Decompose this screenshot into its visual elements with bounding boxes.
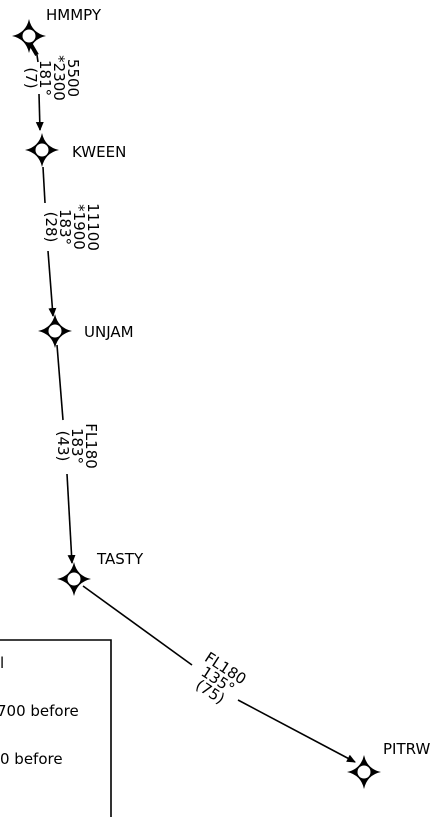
leg-mea: 11100 <box>84 203 102 251</box>
waypoint-pitrw[interactable]: PITRW <box>347 740 430 789</box>
leg-distance: (43) <box>54 431 72 462</box>
leg-course: 183° <box>56 209 74 245</box>
fix-icon <box>38 314 72 348</box>
leg-altitude: FL180 <box>82 423 100 469</box>
waypoint-label-unjam: UNJAM <box>84 323 134 341</box>
leg-unjam-tasty-b <box>66 473 76 564</box>
leg-info-hmmpy-kween: 5500 *2300 181° (7) <box>22 55 82 101</box>
leg-course: 183° <box>68 428 86 464</box>
notes-line-1: 700 before <box>0 702 79 720</box>
fix-icon <box>25 133 59 167</box>
leg-course: 181° <box>36 60 54 96</box>
leg-mea: 5500 <box>64 59 82 97</box>
leg-info-kween-unjam: 11100 *1900 183° (28) <box>42 203 102 251</box>
notes-box: l 700 before 0 before <box>0 639 112 817</box>
leg-unjam-tasty-a <box>56 344 64 421</box>
waypoint-label-hmmpy: HMMPY <box>46 6 102 24</box>
waypoint-unjam[interactable]: UNJAM <box>38 314 134 348</box>
waypoint-tasty[interactable]: TASTY <box>57 550 144 596</box>
leg-hmmpy-kween-b <box>35 93 44 131</box>
notes-title: l <box>0 654 4 672</box>
waypoint-label-tasty: TASTY <box>96 550 144 568</box>
leg-info-tasty-pitrw: FL180 135° (75) <box>192 648 249 707</box>
leg-moca: *1900 <box>70 204 88 250</box>
leg-hmmpy-kween-a <box>36 54 39 63</box>
leg-tasty-pitrw-a <box>82 585 193 666</box>
leg-distance: (7) <box>22 67 40 88</box>
leg-info-unjam-tasty: FL180 183° (43) <box>54 423 100 469</box>
leg-moca: *2300 <box>50 55 68 101</box>
fix-icon <box>57 562 91 596</box>
leg-distance: (28) <box>42 212 60 243</box>
leg-kween-unjam-a <box>42 166 46 204</box>
waypoint-label-kween: KWEEN <box>72 143 126 161</box>
waypoint-label-pitrw: PITRW <box>383 740 430 758</box>
waypoint-kween[interactable]: KWEEN <box>25 133 126 167</box>
fix-icon <box>12 19 46 53</box>
waypoint-hmmpy[interactable]: HMMPY <box>12 6 102 53</box>
notes-line-2: 0 before <box>0 750 63 768</box>
route-legs <box>28 41 356 763</box>
leg-kween-unjam-b <box>47 250 57 317</box>
leg-tasty-pitrw-b <box>237 699 356 763</box>
